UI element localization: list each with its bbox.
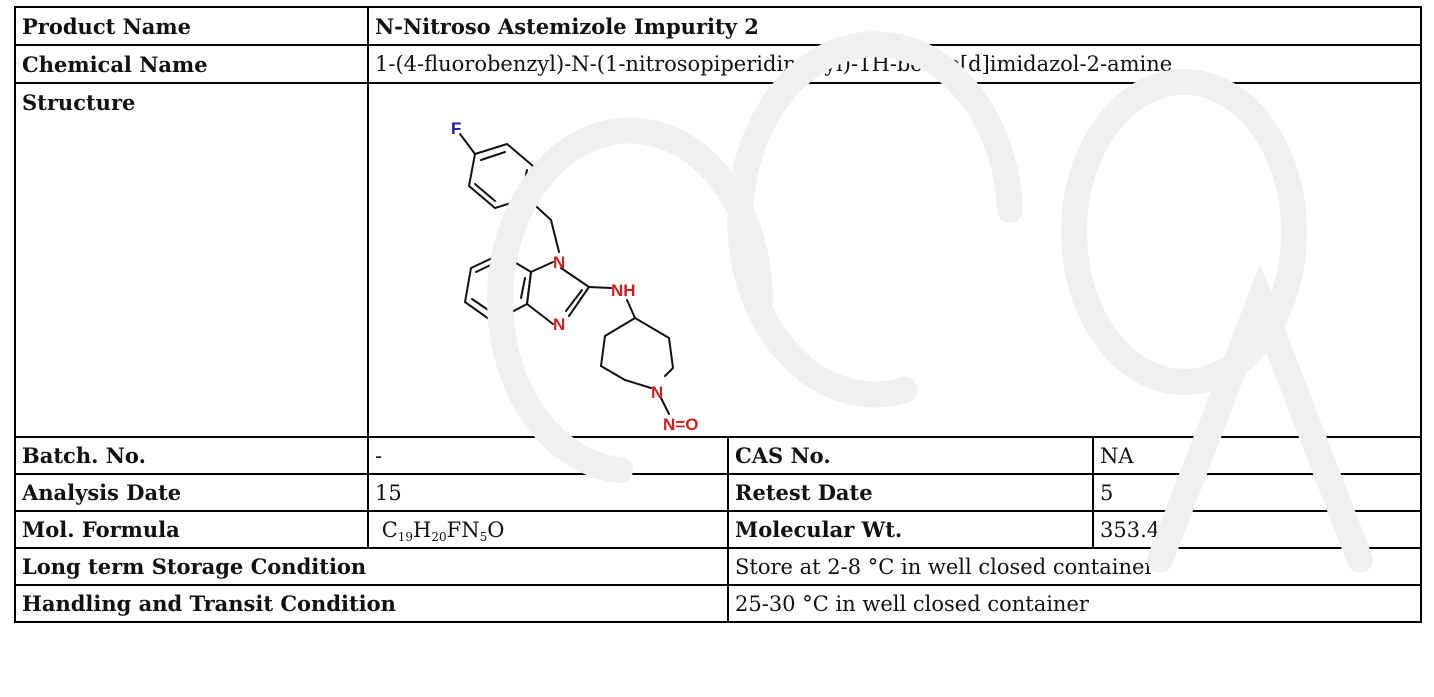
mw-value: 353.4 (1092, 510, 1422, 549)
row-chemical-name: Chemical Name 1-(4-fluorobenzyl)-N-(1-ni… (14, 44, 1422, 84)
structure-atoms: F N NH N N N=O (451, 119, 698, 432)
product-name-label: Product Name (14, 6, 369, 46)
formula-value: C19H20FN5O (367, 510, 729, 549)
retest-date-value: 5 (1092, 473, 1422, 512)
mw-label: Molecular Wt. (727, 510, 1094, 549)
atom-fluorine: F (451, 119, 461, 138)
coa-sheet: Product Name N-Nitroso Astemizole Impuri… (14, 6, 1422, 697)
structure-image: F N NH N N N=O (451, 119, 698, 432)
product-name-value: N-Nitroso Astemizole Impurity 2 (367, 6, 1422, 46)
row-formula-mw: Mol. Formula C19H20FN5O Molecular Wt. 35… (14, 510, 1422, 549)
formula-n-count: 5 (479, 529, 488, 544)
structure-bonds (459, 133, 674, 415)
atom-n1: N (553, 253, 565, 272)
formula-c: C (381, 517, 398, 542)
retest-date-label: Retest Date (727, 473, 1094, 512)
chemical-name-label: Chemical Name (14, 44, 369, 84)
structure-cell: F N NH N N N=O (367, 82, 1422, 438)
coa-table: Product Name N-Nitroso Astemizole Impuri… (14, 6, 1422, 623)
atom-nitroso: N=O (663, 415, 698, 432)
cas-label: CAS No. (727, 436, 1094, 475)
structure-label: Structure (14, 82, 369, 438)
row-batch-cas: Batch. No. - CAS No. NA (14, 436, 1422, 475)
handling-value: 25-30 °C in well closed container (727, 584, 1422, 623)
formula-h: H (413, 517, 432, 542)
formula-fn: FN (446, 517, 480, 542)
cas-value: NA (1092, 436, 1422, 475)
row-product-name: Product Name N-Nitroso Astemizole Impuri… (14, 6, 1422, 46)
atom-nh: NH (611, 281, 636, 300)
chemical-name-value: 1-(4-fluorobenzyl)-N-(1-nitrosopiperidin… (367, 44, 1422, 84)
formula-h-count: 20 (431, 529, 447, 544)
handling-label: Handling and Transit Condition (14, 584, 729, 623)
batch-value: - (367, 436, 729, 475)
analysis-date-value: 15 (367, 473, 729, 512)
analysis-date-label: Analysis Date (14, 473, 369, 512)
formula-o: O (487, 517, 505, 542)
storage-value: Store at 2-8 °C in well closed container (727, 547, 1422, 586)
row-storage: Long term Storage Condition Store at 2-8… (14, 547, 1422, 586)
atom-n3: N (553, 315, 565, 334)
row-handling: Handling and Transit Condition 25-30 °C … (14, 584, 1422, 623)
row-dates: Analysis Date 15 Retest Date 5 (14, 473, 1422, 512)
batch-label: Batch. No. (14, 436, 369, 475)
formula-c-count: 19 (397, 529, 414, 544)
atom-n-piperidine: N (651, 383, 663, 402)
row-structure: Structure (14, 82, 1422, 438)
formula-label: Mol. Formula (14, 510, 369, 549)
storage-label: Long term Storage Condition (14, 547, 729, 586)
